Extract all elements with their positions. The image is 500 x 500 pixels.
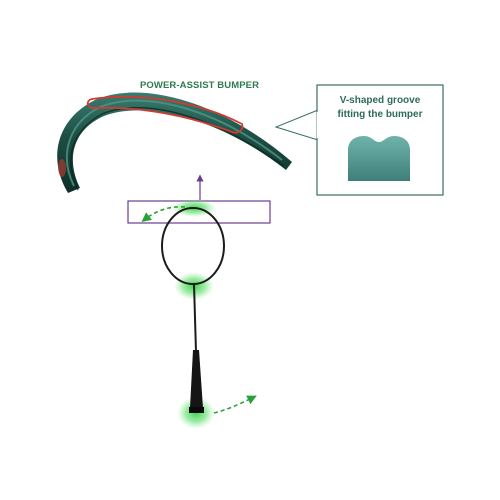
groove-caption: V-shaped groove fitting the bumper [318, 94, 442, 122]
bumper-title: POWER-ASSIST BUMPER [140, 80, 260, 91]
motion-arrow-head [141, 206, 186, 222]
callout-pointer [274, 109, 319, 141]
motion-arrow-handle [213, 395, 257, 414]
racket [161, 207, 225, 413]
frame-closeup-inner-line [70, 107, 285, 191]
racket-handle [190, 350, 203, 408]
groove-caption-line2: fitting the bumper [337, 109, 423, 120]
frame-closeup-highlight [65, 99, 283, 187]
bumper-outline [86, 95, 244, 134]
racket-head [161, 207, 225, 285]
groove-caption-line1: V-shaped groove [339, 95, 421, 106]
racket-butt [189, 407, 204, 413]
v-groove-profile [348, 136, 410, 181]
frame-closeup-red-accent [58, 159, 66, 177]
groove-callout [274, 84, 444, 196]
frame-closeup [57, 92, 293, 193]
racket-shaft [193, 283, 197, 353]
